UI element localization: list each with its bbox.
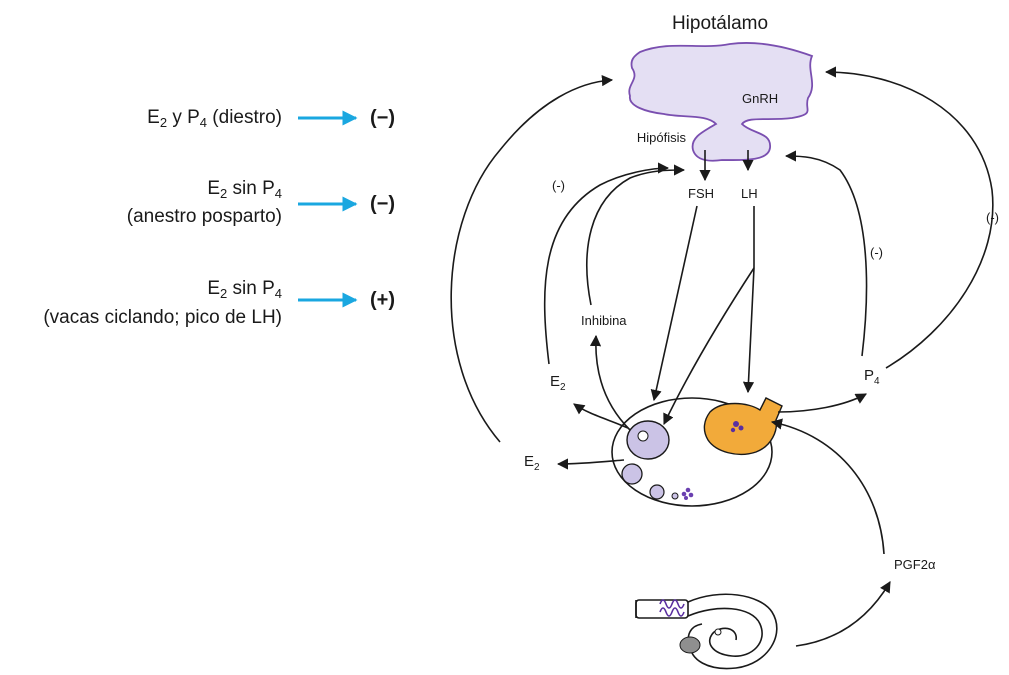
uterus-icon [635,593,778,670]
luteal-cell-icon [730,421,744,433]
follicle-tiny [671,492,679,500]
legend-row-1-text: E2 y P4 (diestro) [147,107,282,130]
follicle-to-inhibin-arrow [589,334,631,431]
inhibin-feedback-arrow [586,164,686,306]
corpus-luteum [703,397,783,456]
legend-row-1-sign: (−) [370,107,395,129]
e2-inner-feedback-arrow [543,162,670,365]
fsh-to-follicle-arrow [650,205,698,402]
neg-label-p4-inner: (-) [870,245,883,260]
legend-row-2-sign: (−) [370,193,395,215]
ovary-to-e2-lower-arrow [556,458,625,470]
lh-label: LH [741,186,758,201]
legend-row-3-text: E2 sin P4 [207,278,282,301]
follicle-to-e2-upper-arrow [573,403,629,429]
inhibin-label: Inhibina [581,313,627,328]
dominant-follicle [626,420,670,460]
pgf2a-to-corpus-luteum-arrow [770,418,885,555]
lh-to-follicle-arrow [663,267,755,426]
ovary-small-icon [679,628,722,654]
uterus-coil-icon [659,599,685,617]
atretic-follicle-icon [681,487,694,500]
follicle-small [649,484,665,500]
pgf2a-label: PGF2α [894,557,936,572]
p4-to-hypophysis-arrow [784,150,868,357]
e2-outer-feedback-arrow [450,75,614,443]
neg-label-e2: (-) [552,178,565,193]
legend: E2 y P4 (diestro) (−) E2 sin P4 (anestro… [43,107,395,328]
legend-row-3-subtext: (vacas ciclando; pico de LH) [43,307,282,328]
gnrh-label: GnRH [742,91,778,106]
fsh-label: FSH [688,186,714,201]
hypophysis-label: Hipófisis [637,130,687,145]
uterus-to-pgf2a-arrow [795,581,891,647]
hypothalamus-shape [628,42,814,162]
e2-upper-label: E2 [550,373,566,393]
p4-label: P4 [864,367,880,387]
legend-row-3-sign: (+) [370,289,395,311]
e2-lower-label: E2 [524,453,540,473]
hypothalamus-title: Hipotálamo [672,13,768,34]
legend-row-2-text: E2 sin P4 [207,178,282,201]
follicle-medium [621,463,643,485]
p4-to-hypothalamus-arrow [824,66,994,369]
corpus-luteum-to-p4-arrow [777,393,867,413]
lh-to-corpus-luteum-arrow [742,206,755,394]
dominant-follicle-inner [637,430,649,442]
legend-row-2-subtext: (anestro posparto) [127,206,282,227]
